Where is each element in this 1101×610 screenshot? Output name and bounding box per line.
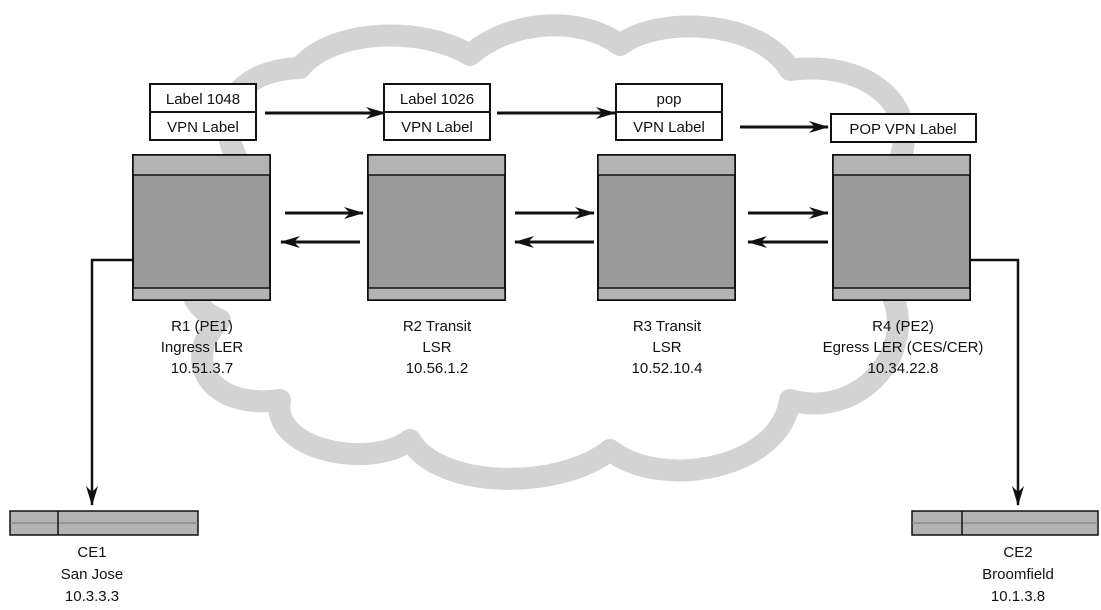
router-captions: R1 (PE1) Ingress LER 10.51.3.7 R2 Transi… [161,318,984,377]
ce1-ip: 10.3.3.3 [65,588,119,605]
router-ip-r4: 10.34.22.8 [868,360,939,377]
network-cloud [177,14,952,490]
ce2-location: Broomfield [982,566,1054,583]
pop-vpn-label-r4: POP VPN Label [849,121,956,138]
label-stack-r1: Label 1048 VPN Label [149,83,257,141]
router-name-r2: R2 Transit [403,318,472,335]
router-role-r4: Egress LER (CES/CER) [823,339,984,356]
router-ip-r3: 10.52.10.4 [632,360,703,377]
router-role-r3: LSR [652,339,681,356]
router-name-r4: R4 (PE2) [872,318,934,335]
router-caption-r1: R1 (PE1) Ingress LER 10.51.3.7 [161,318,244,377]
ce2-device [911,510,1099,536]
router-caption-r4: R4 (PE2) Egress LER (CES/CER) 10.34.22.8 [823,318,984,377]
router-r4 [832,154,971,301]
ce1-location: San Jose [61,566,124,583]
router-r1 [132,154,271,301]
label-stacks: Label 1048 VPN Label Label 1026 VPN Labe… [149,83,977,143]
router-ip-r1: 10.51.3.7 [171,360,234,377]
ce1-name: CE1 [77,544,106,561]
top-label-r2: Label 1026 [400,91,474,108]
router-name-r3: R3 Transit [633,318,702,335]
router-caption-r3: R3 Transit LSR 10.52.10.4 [632,318,703,377]
link-arrows [86,107,1024,506]
top-label-r3: pop [656,91,681,108]
router-caption-r2: R2 Transit LSR 10.56.1.2 [403,318,472,377]
top-label-r1: Label 1048 [166,91,240,108]
router-role-r2: LSR [422,339,451,356]
routers [132,154,971,301]
vpn-label-r2: VPN Label [401,119,473,136]
ce2-name: CE2 [1003,544,1032,561]
ce1-device [9,510,199,536]
vpn-label-r3: VPN Label [633,119,705,136]
vpn-label-r1: VPN Label [167,119,239,136]
ce2-caption: CE2 Broomfield 10.1.3.8 [982,544,1054,605]
router-name-r1: R1 (PE1) [171,318,233,335]
ce1-link [86,258,133,506]
ce2-link [970,258,1024,506]
router-r2 [367,154,506,301]
label-stack-r3: pop VPN Label [615,83,723,141]
ce2-ip: 10.1.3.8 [991,588,1045,605]
customer-edges: CE1 San Jose 10.3.3.3 CE2 Broomfield 10.… [9,510,1099,605]
router-role-r1: Ingress LER [161,339,244,356]
ce1-caption: CE1 San Jose 10.3.3.3 [61,544,124,605]
router-ip-r2: 10.56.1.2 [406,360,469,377]
router-r3 [597,154,736,301]
label-stack-r2: Label 1026 VPN Label [383,83,491,141]
label-stack-r4: POP VPN Label [830,113,977,143]
